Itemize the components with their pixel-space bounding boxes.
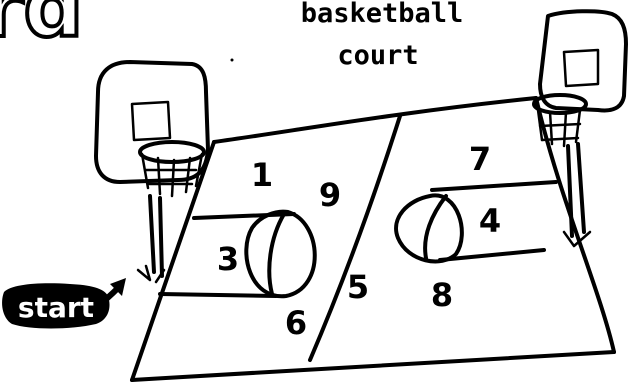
start-arrow-icon bbox=[100, 278, 126, 304]
left-ball-icon bbox=[246, 212, 314, 297]
stray-dot bbox=[231, 59, 234, 62]
left-hoop-icon bbox=[96, 62, 208, 282]
corner-word: rd bbox=[0, 0, 84, 56]
page-title: basketball court bbox=[301, 0, 464, 71]
corner-word-fragment: rd bbox=[0, 0, 84, 56]
title-line-1: basketball bbox=[301, 0, 464, 29]
court-number-5: 5 bbox=[347, 268, 369, 306]
court-number-8: 8 bbox=[431, 276, 453, 314]
court-number-1: 1 bbox=[251, 156, 273, 194]
start-label: start bbox=[18, 291, 94, 324]
court-number-9: 9 bbox=[319, 176, 341, 214]
court-number-3: 3 bbox=[217, 240, 239, 278]
title-line-2: court bbox=[337, 40, 418, 71]
court-number-7: 7 bbox=[469, 140, 491, 178]
start-badge: start bbox=[2, 283, 109, 328]
right-hoop-icon bbox=[534, 11, 626, 246]
right-ball-icon bbox=[396, 195, 462, 261]
court-number-6: 6 bbox=[285, 304, 307, 342]
court-number-4: 4 bbox=[479, 202, 501, 240]
